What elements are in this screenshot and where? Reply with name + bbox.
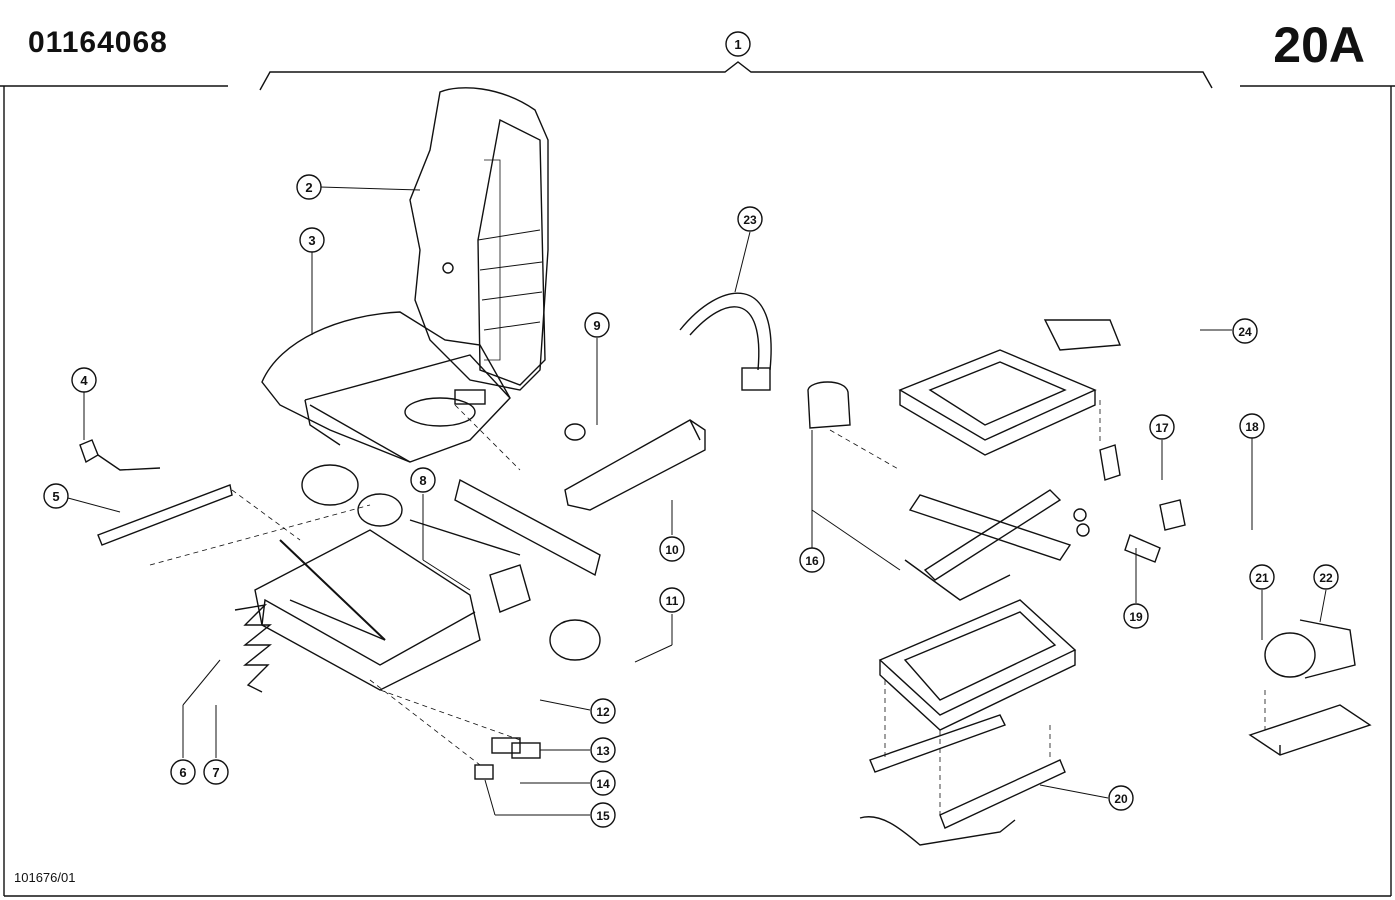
callout-19: 19 (1123, 603, 1149, 629)
assembly-bracket (259, 61, 1213, 91)
callout-9-label: 9 (593, 318, 600, 333)
bellows (234, 603, 272, 693)
callout-12: 12 (590, 698, 616, 724)
callout-13: 13 (590, 737, 616, 763)
callout-16: 16 (799, 547, 825, 573)
callout-21: 21 (1249, 564, 1275, 590)
callout-23-label: 23 (743, 213, 757, 227)
alignment-lines (149, 400, 1266, 815)
control-valves (1099, 444, 1186, 531)
callout-16-label: 16 (805, 554, 819, 568)
armrest (564, 419, 706, 511)
callout-20-label: 20 (1114, 792, 1128, 806)
callout-2-label: 2 (305, 180, 312, 195)
callout-3-label: 3 (308, 233, 315, 248)
callout-12-label: 12 (596, 705, 610, 719)
callout-1: 1 (725, 31, 751, 57)
callout-14: 14 (590, 770, 616, 796)
callout-6-label: 6 (179, 765, 186, 780)
armrest-mount (454, 478, 601, 661)
callout-8-label: 8 (419, 473, 426, 488)
callout-20: 20 (1108, 785, 1134, 811)
callout-10-label: 10 (665, 543, 679, 557)
callout-7: 7 (203, 759, 229, 785)
scissor-mechanism (904, 489, 1090, 601)
callout-10: 10 (659, 536, 685, 562)
shock-absorber (1124, 534, 1161, 563)
slide-rails (859, 714, 1066, 846)
callout-22-label: 22 (1319, 571, 1333, 585)
suspension-top-frame (898, 319, 1122, 456)
seat-cushion (261, 311, 511, 463)
callout-19-label: 19 (1129, 610, 1143, 624)
callout-17-label: 17 (1155, 421, 1169, 435)
callout-15-label: 15 (596, 809, 610, 823)
callout-4-label: 4 (80, 373, 88, 388)
callout-1-label: 1 (734, 37, 741, 52)
seat-backrest (409, 87, 549, 391)
callout-9: 9 (584, 312, 610, 338)
sheet-border (0, 85, 1395, 897)
callout-14-label: 14 (596, 777, 610, 791)
callout-8: 8 (410, 467, 436, 493)
knob (564, 423, 586, 441)
sheet-code: 20A (1273, 17, 1365, 73)
callout-balloons: 1 2 3 4 5 6 7 8 9 10 11 12 13 14 15 16 1… (43, 31, 1339, 828)
callout-18-label: 18 (1245, 420, 1259, 434)
callout-24-label: 24 (1238, 325, 1252, 339)
callout-3: 3 (299, 227, 325, 253)
adjustment-lever (79, 439, 233, 546)
seat-pan-frame (254, 464, 521, 691)
callout-24: 24 (1232, 318, 1258, 344)
air-compressor (1248, 619, 1372, 756)
callout-18: 18 (1239, 413, 1265, 439)
part-number: 01164068 (28, 26, 168, 59)
callout-4: 4 (71, 367, 97, 393)
callout-7-label: 7 (212, 765, 219, 780)
suspension-base-frame (878, 599, 1077, 731)
callout-15: 15 (590, 802, 616, 828)
seat-belt (679, 292, 772, 391)
guide-blocks (474, 737, 541, 780)
callout-11-label: 11 (666, 594, 679, 608)
callout-13-label: 13 (596, 744, 610, 758)
bump-stop (807, 381, 851, 429)
callout-11: 11 (659, 587, 685, 613)
leader-lines (67, 186, 1327, 816)
callout-22: 22 (1313, 564, 1339, 590)
callout-5-label: 5 (52, 489, 59, 504)
callout-5: 5 (43, 483, 69, 509)
drawing-reference: 101676/01 (14, 870, 76, 885)
callout-17: 17 (1149, 414, 1175, 440)
callout-2: 2 (296, 174, 322, 200)
callout-6: 6 (170, 759, 196, 785)
callout-21-label: 21 (1255, 571, 1269, 585)
callout-23: 23 (737, 206, 763, 232)
